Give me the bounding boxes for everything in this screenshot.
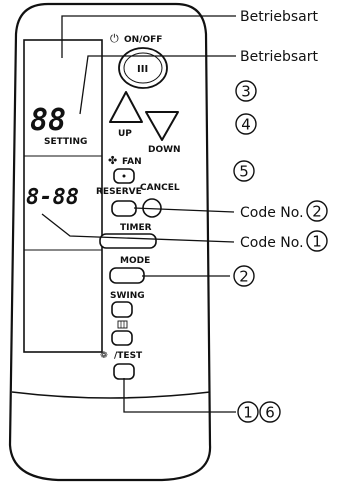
circled-number-5: 5 xyxy=(233,160,255,182)
up-button[interactable] xyxy=(109,91,143,123)
mode-button[interactable] xyxy=(109,267,145,284)
fan-label: FAN xyxy=(122,157,142,167)
test-icon: ❁ xyxy=(100,351,108,361)
fan-icon: ✤ xyxy=(108,154,117,167)
circled-number-6: 6 xyxy=(259,401,281,423)
leader-lines xyxy=(41,15,236,413)
lcd-panel: 88 SETTING 8-88 xyxy=(23,39,103,353)
down-button[interactable] xyxy=(145,111,179,141)
cancel-label: CANCEL xyxy=(140,183,180,193)
callout-betriebsart-1: Betriebsart xyxy=(240,9,318,25)
callout-code-no-b: Code No. xyxy=(240,235,304,251)
mode-label: MODE xyxy=(120,256,150,266)
svg-text:3: 3 xyxy=(241,83,251,101)
svg-text:1: 1 xyxy=(312,233,322,251)
svg-text:2: 2 xyxy=(312,203,322,221)
lcd-setting-label: SETTING xyxy=(44,137,87,147)
reserve-label: RESERVE xyxy=(96,187,142,197)
timer-button[interactable] xyxy=(99,233,157,249)
circled-number-1: 1 xyxy=(237,401,259,423)
power-symbol-icon: ⏻ xyxy=(110,32,119,45)
down-label: DOWN xyxy=(148,145,181,155)
test-label: /TEST xyxy=(114,351,143,361)
power-button-glyph: III xyxy=(137,64,148,75)
power-button[interactable] xyxy=(118,47,168,89)
timer-label: TIMER xyxy=(120,223,152,233)
swing-section: SWING xyxy=(110,291,145,318)
power-label: ON/OFF xyxy=(124,35,162,45)
reserve-section: RESERVE CANCEL xyxy=(96,183,180,218)
circled-number-4: 4 xyxy=(235,113,257,135)
reserve-button[interactable] xyxy=(111,200,137,217)
temperature-buttons: UP DOWN xyxy=(109,91,181,155)
circled-number-code-1: 1 xyxy=(306,230,328,252)
circled-number-3: 3 xyxy=(235,80,257,102)
svg-text:1: 1 xyxy=(243,404,253,422)
swing-label: SWING xyxy=(110,291,145,301)
callout-betriebsart-2: Betriebsart xyxy=(240,49,318,65)
callout-code-no-a: Code No. xyxy=(240,205,304,221)
filter-grid-icon xyxy=(117,320,128,329)
circled-number-2: 2 xyxy=(233,265,255,287)
filter-button[interactable] xyxy=(111,330,133,346)
up-label: UP xyxy=(118,129,132,139)
circled-number-code-2: 2 xyxy=(306,200,328,222)
lcd-timer-digits: 8-88 xyxy=(26,185,79,210)
test-section: ❁ /TEST xyxy=(100,320,143,380)
svg-text:4: 4 xyxy=(241,116,251,134)
power-section: ⏻ ON/OFF III xyxy=(110,32,168,89)
fan-section: ✤ FAN xyxy=(108,154,142,184)
svg-text:2: 2 xyxy=(239,268,249,286)
test-button[interactable] xyxy=(113,363,135,380)
svg-text:5: 5 xyxy=(239,163,249,181)
svg-text:6: 6 xyxy=(265,404,275,422)
swing-button[interactable] xyxy=(111,301,133,318)
lcd-setting-digits: 88 xyxy=(30,103,66,138)
